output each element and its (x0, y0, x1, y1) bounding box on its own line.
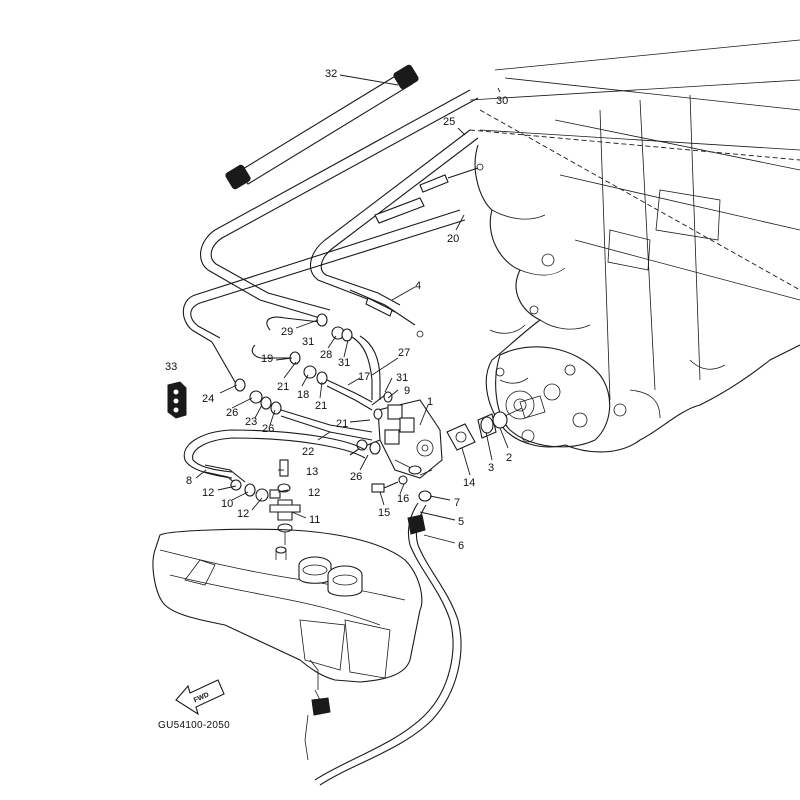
oil-pump (349, 391, 443, 479)
callout-24: 24 (202, 393, 214, 405)
callout-32: 32 (325, 68, 337, 80)
callout-5: 5 (458, 516, 464, 528)
callout-leaders (195, 87, 509, 544)
hose-22-loop (183, 429, 366, 489)
callout-11: 11 (309, 514, 320, 526)
clamp-bracket-33 (167, 381, 187, 419)
callout-8: 8 (186, 475, 192, 487)
callout-12-a: 12 (202, 487, 214, 499)
callout-2: 2 (506, 452, 512, 464)
callout-33: 33 (165, 361, 177, 373)
callout-1: 1 (427, 396, 433, 408)
callout-16: 16 (397, 493, 409, 505)
callout-22: 22 (302, 446, 314, 458)
callout-9: 9 (404, 385, 410, 397)
upper-cables (182, 89, 484, 343)
engine-block (469, 39, 800, 453)
callout-6: 6 (458, 540, 464, 552)
callout-3: 3 (488, 462, 494, 474)
callout-21-a: 21 (277, 381, 289, 393)
callout-14: 14 (463, 477, 475, 489)
callout-31-b: 31 (338, 357, 350, 369)
callout-26-c: 26 (350, 471, 362, 483)
forward-direction-arrow: FWD (175, 679, 225, 716)
callout-27: 27 (398, 347, 410, 359)
callout-30: 30 (496, 95, 508, 107)
callout-10: 10 (221, 498, 233, 510)
bolt-washer-clamp (371, 475, 432, 502)
gasket-and-shaft (446, 395, 546, 451)
callout-31-c: 31 (396, 372, 408, 384)
callout-4: 4 (415, 280, 421, 292)
callout-31-a: 31 (302, 336, 314, 348)
small-fittings (230, 459, 301, 545)
callout-26-b: 26 (262, 423, 274, 435)
diagram-reference-code: GU54100-2050 (158, 720, 230, 731)
callout-21-b: 21 (336, 418, 348, 430)
callout-12-c: 12 (237, 508, 249, 520)
callout-17: 17 (358, 371, 370, 383)
oil-tank (152, 528, 423, 761)
callout-29: 29 (281, 326, 293, 338)
hose-fittings (211, 313, 381, 441)
callout-18: 18 (297, 389, 309, 401)
callout-12-b: 12 (308, 487, 320, 499)
callout-28: 28 (320, 349, 332, 361)
callout-26-a: 26 (226, 407, 238, 419)
callout-23: 23 (245, 416, 257, 428)
callout-13: 13 (306, 466, 318, 478)
oil-hose-32 (225, 64, 419, 190)
callout-19: 19 (261, 353, 273, 365)
callout-25: 25 (443, 116, 455, 128)
callout-15: 15 (378, 507, 390, 519)
hose-to-tank (314, 502, 462, 786)
callout-21-c: 21 (315, 400, 327, 412)
callout-7: 7 (454, 497, 460, 509)
callout-20: 20 (447, 233, 459, 245)
callout-labels: 32 30 25 20 4 29 31 28 31 27 19 21 18 17… (165, 68, 512, 552)
